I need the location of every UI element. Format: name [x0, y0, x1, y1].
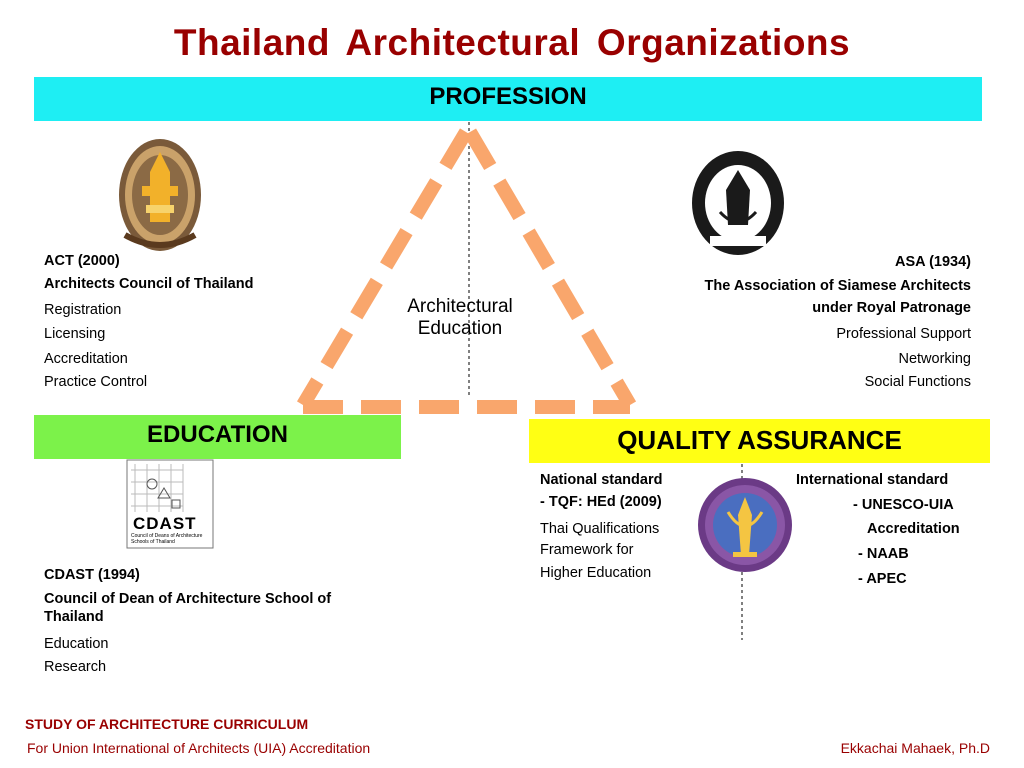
asa-full-name-line2: under Royal Patronage — [812, 300, 971, 316]
national-desc-line2: Framework for — [540, 542, 634, 558]
education-band: EDUCATION — [34, 415, 401, 459]
asa-full-name-line1: The Association of Siamese Architects — [704, 278, 971, 294]
center-label-line2: Education — [417, 317, 503, 339]
act-item-accreditation: Accreditation — [44, 351, 128, 367]
profession-band: PROFESSION — [34, 77, 982, 121]
act-item-practice-control: Practice Control — [44, 374, 148, 390]
cdast-logo-text: CDAST — [133, 514, 197, 533]
footer-author: Ekkachai Mahaek, Ph.D — [840, 740, 990, 756]
cdast-item-education: Education — [44, 636, 109, 652]
cdast-logo-subtext: Council of Deans of Architecture Schools… — [131, 533, 202, 545]
national-standard-tqf: - TQF: HEd (2009) — [540, 494, 662, 510]
international-naab: - NAAB — [858, 546, 909, 562]
national-desc-line1: Thai Qualifications — [540, 521, 660, 537]
international-accreditation: Accreditation — [867, 521, 960, 537]
cdast-logo-subtext-line1: Council of Deans of Architecture — [131, 533, 203, 539]
international-standard-heading: International standard — [796, 472, 949, 488]
tqf-seal-icon — [698, 478, 792, 572]
cdast-logo-icon — [126, 459, 214, 549]
act-item-licensing: Licensing — [44, 326, 106, 342]
international-unesco-uia: - UNESCO-UIA — [853, 497, 954, 513]
center-label-line1: Architectural — [407, 296, 513, 317]
cdast-full-name-line2: Thailand — [44, 609, 104, 625]
asa-item-social-functions: Social Functions — [864, 374, 971, 390]
cdast-logo-subtext-line2: Schools of Thailand — [131, 539, 175, 545]
act-full-name: Architects Council of Thailand — [44, 276, 254, 292]
asa-item-networking: Networking — [898, 351, 971, 367]
architectural-education-label: Architectural Education — [380, 296, 540, 340]
footer-study-title: STUDY OF ARCHITECTURE CURRICULUM — [25, 716, 309, 732]
asa-name: ASA (1934) — [894, 254, 971, 270]
cdast-name: CDAST (1994) — [44, 567, 140, 583]
page-title: Thailand Architectural Organizations — [173, 22, 851, 63]
cdast-item-research: Research — [44, 659, 107, 675]
act-name: ACT (2000) — [44, 253, 120, 269]
act-seal-icon — [119, 139, 201, 251]
asa-item-professional-support: Professional Support — [836, 326, 971, 342]
quality-assurance-band: QUALITY ASSURANCE — [529, 419, 990, 463]
international-apec: - APEC — [858, 571, 907, 587]
national-desc-line3: Higher Education — [540, 565, 652, 581]
footer-subtitle: For Union International of Architects (U… — [27, 740, 371, 756]
triangle-shape — [296, 128, 637, 414]
national-standard-heading: National standard — [540, 472, 663, 488]
asa-seal-icon — [690, 150, 786, 256]
cdast-full-name-line1: Council of Dean of Architecture School o… — [44, 591, 332, 607]
act-item-registration: Registration — [44, 302, 122, 318]
